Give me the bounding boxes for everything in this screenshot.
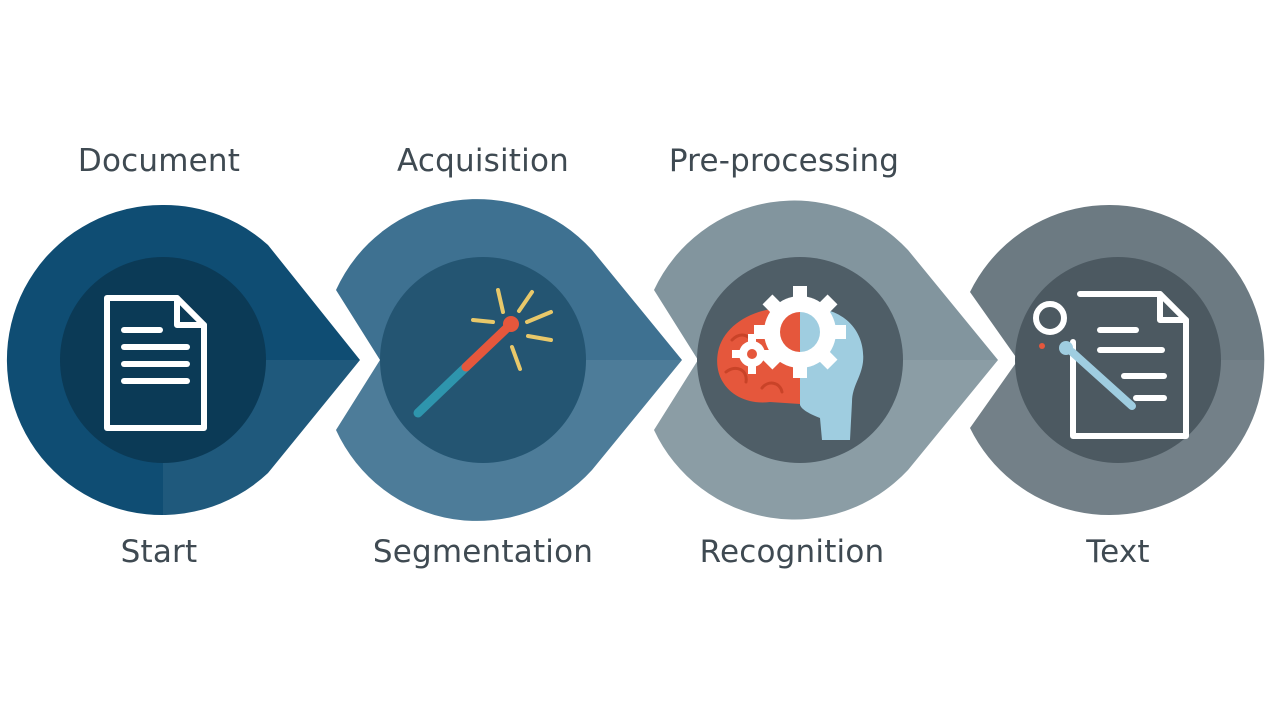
step-4-bottom-label: Text (1086, 534, 1150, 570)
step-3 (654, 200, 998, 520)
document-icon (104, 295, 207, 431)
step-2-bottom-label: Segmentation (372, 534, 594, 570)
step-1-top-label: Document (77, 143, 241, 179)
step-2-top-label: Acquisition (397, 143, 569, 179)
step-1 (6, 204, 361, 515)
large-gear-icon (754, 286, 846, 378)
brain-gears-icon (717, 286, 864, 440)
step-3-bottom-label: Recognition (699, 534, 885, 570)
small-gear-icon (732, 334, 772, 374)
magic-wand-icon (413, 288, 553, 418)
step-2-inner-circle (380, 257, 586, 463)
step-1-bottom-label: Start (120, 534, 198, 570)
step-1-inner-circle (60, 257, 266, 463)
step-3-top-label: Pre-processing (668, 143, 900, 179)
step-4-inner-circle (1015, 257, 1221, 463)
step-2 (336, 199, 682, 521)
step-4 (970, 204, 1278, 550)
document-wand-icon (1033, 291, 1189, 439)
